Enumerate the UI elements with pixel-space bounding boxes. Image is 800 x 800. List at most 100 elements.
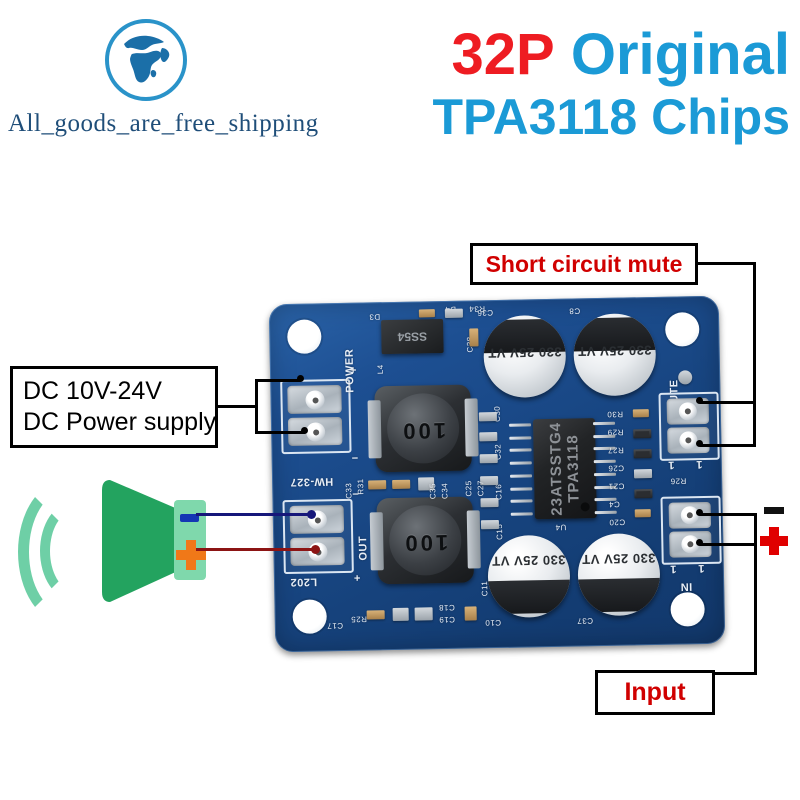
callout-input: Input — [595, 670, 715, 715]
callout-power-supply: DC 10V-24V DC Power supply — [10, 366, 218, 448]
leader-line-mute-pin1 — [700, 444, 756, 447]
capacitor-c8: 330 25V VT — [572, 312, 657, 397]
silk-r30: R30 — [606, 409, 624, 419]
power-terminal-block[interactable] — [280, 378, 352, 455]
silk-d3: D3 — [368, 312, 381, 322]
silk-l202: L202 — [289, 575, 318, 588]
sound-wave-inner-icon — [40, 502, 106, 600]
input-header[interactable] — [660, 495, 722, 565]
capacitor-c10: 330 25V VT — [487, 534, 571, 619]
inductor-value: 100 — [402, 529, 449, 556]
pad-hole — [305, 390, 325, 410]
silk-plus-power: + — [349, 364, 358, 377]
inductor-l1: 100 — [367, 384, 479, 473]
speaker-cone-icon — [102, 480, 180, 602]
cap-spec: 330 25V VT — [487, 344, 562, 361]
leader-line-power-stem — [218, 405, 258, 408]
ic-pins-left — [509, 423, 533, 516]
silk-c33: C33 — [344, 482, 354, 499]
silk-minus-power: − — [351, 452, 359, 465]
callout-mute-label: Short circuit mute — [485, 250, 683, 277]
callout-power-line1: DC 10V-24V — [23, 376, 162, 405]
speaker-output-terminal-block[interactable] — [282, 498, 354, 575]
leader-line-input-stem — [715, 672, 757, 675]
silk-c10: C10 — [484, 617, 502, 628]
cap-spec: 330 25V VT — [577, 342, 652, 360]
out-pad-minus[interactable] — [289, 504, 345, 534]
silk-c36: C36 — [476, 308, 494, 318]
leader-line-power-top — [255, 379, 301, 382]
smd-component — [632, 409, 649, 418]
silk-d4: D4 — [444, 304, 457, 314]
mounting-hole — [670, 592, 705, 627]
silk-c21: C21 — [608, 481, 625, 491]
title-original: Original — [570, 22, 790, 87]
speaker-plus-mark — [176, 540, 206, 570]
speaker-graphic — [14, 466, 224, 624]
smd-component — [464, 606, 477, 621]
leader-line-mute-vert — [753, 262, 756, 447]
smd-component — [480, 497, 499, 508]
silk-plus-out: + — [353, 572, 362, 585]
silk-c19: C19 — [438, 614, 456, 625]
leader-dot-power-plus — [297, 375, 304, 382]
smd-component — [480, 475, 499, 486]
silk-c17: C17 — [326, 620, 344, 631]
callout-input-label: Input — [624, 677, 686, 706]
pad-hole — [305, 422, 326, 442]
leader-line-power-vert — [255, 379, 258, 434]
smd-component — [480, 519, 500, 530]
silk-r31: R31 — [356, 478, 366, 495]
speaker-wire-negative — [196, 513, 314, 516]
smd-component — [478, 411, 497, 422]
smd-component — [634, 509, 651, 518]
title-32p: 32P — [451, 22, 555, 87]
silk-c16: C16 — [494, 483, 504, 501]
logo-tagline: All_goods_are_free_shipping — [8, 110, 319, 137]
silk-input-pin2: 1 — [697, 562, 705, 575]
inductor-value: 100 — [400, 417, 447, 444]
silk-c11: C11 — [480, 580, 490, 597]
leader-line-mute-stem — [698, 262, 756, 265]
silk-c30: C30 — [492, 405, 503, 423]
silk-mute-pin1: 1 — [667, 458, 675, 471]
silk-c15: C15 — [494, 523, 505, 541]
silk-c35: C35 — [428, 482, 438, 500]
capacitor-c37: 330 25V VT — [577, 532, 661, 617]
amplifier-board: + − POWER HW-327 − + OUT L202 100 100 — [268, 295, 726, 653]
mounting-hole — [664, 312, 700, 347]
silk-mute-pin2: 1 — [695, 458, 703, 471]
silk-u4: U4 — [554, 522, 567, 532]
inductor-l3: 100 — [369, 496, 481, 585]
mute-pin-1[interactable] — [667, 426, 710, 454]
smd-pad — [678, 370, 693, 385]
smd-component — [479, 431, 498, 442]
leader-dot-power-minus — [301, 427, 308, 434]
callout-short-circuit-mute: Short circuit mute — [470, 243, 698, 285]
input-plus-mark — [760, 527, 788, 555]
silk-r29: R29 — [607, 427, 624, 437]
smd-component — [444, 308, 463, 318]
smd-component — [368, 480, 387, 490]
silk-out-label: OUT — [357, 535, 370, 561]
globe-icon — [104, 18, 188, 102]
smd-resistor — [418, 309, 435, 318]
silk-model: HW-327 — [289, 475, 334, 488]
silk-r34: R34 — [468, 304, 486, 314]
silk-in-label: IN — [680, 580, 693, 593]
cap-spec: 330 25V VT — [491, 552, 566, 569]
silk-c38: C38 — [465, 336, 475, 353]
power-pad-plus[interactable] — [287, 384, 342, 415]
silk-r26: R26 — [670, 476, 687, 486]
capacitor-c36: 330 25V VT — [482, 314, 567, 399]
silk-c32: C32 — [493, 443, 503, 461]
leader-line-input-pin1 — [700, 543, 757, 546]
leader-dot-mute-pin2 — [696, 397, 703, 404]
input-minus-mark — [764, 507, 784, 514]
silk-mute-label: MUTE — [668, 379, 681, 413]
silk-c26: C26 — [607, 463, 625, 473]
silk-c34: C34 — [440, 482, 450, 500]
